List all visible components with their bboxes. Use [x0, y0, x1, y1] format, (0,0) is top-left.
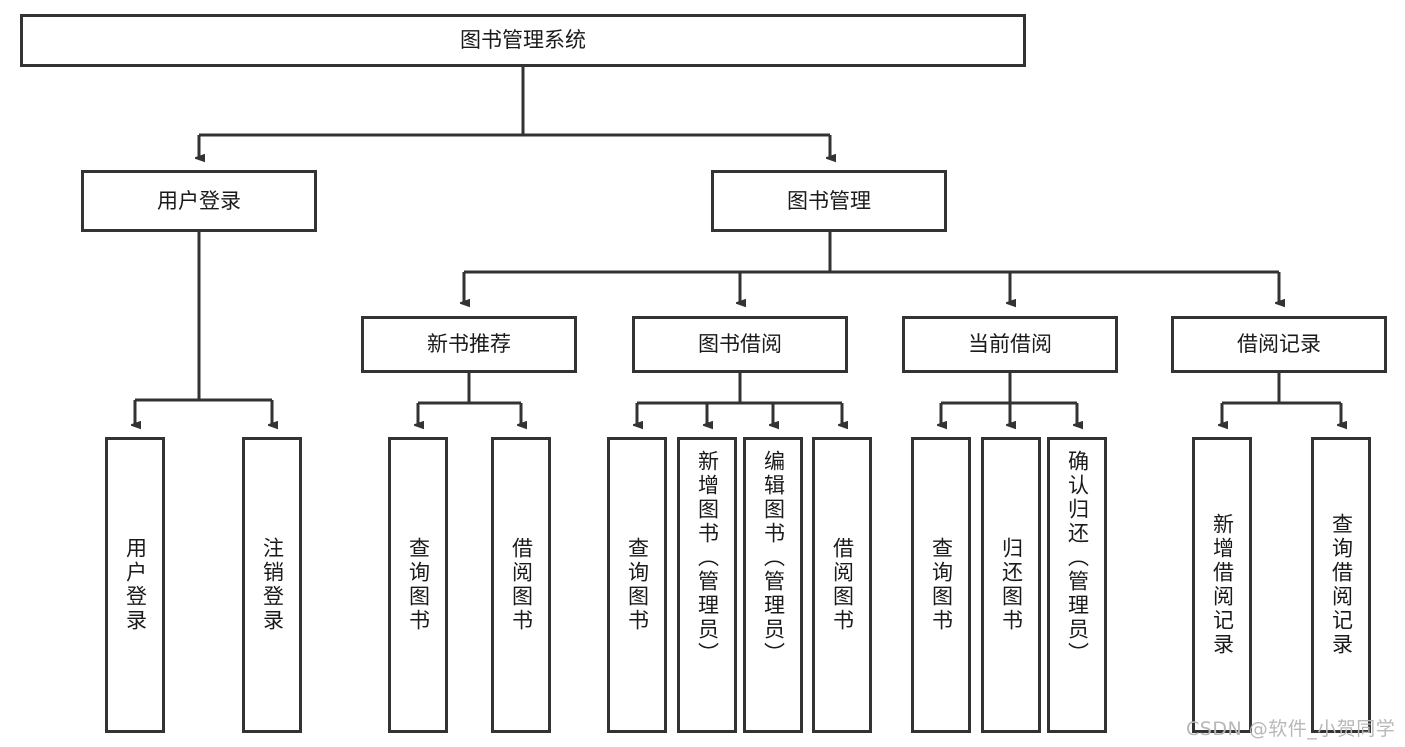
node-borrow-record[interactable]: 借阅记录 — [1171, 316, 1387, 373]
node-label: 新书推荐 — [427, 332, 511, 357]
leaf-label: 注销登录 — [260, 537, 285, 633]
leaf-label: 确认归还（管理员） — [1065, 450, 1090, 666]
node-label: 图书管理 — [787, 188, 871, 213]
node-book-borrow[interactable]: 图书借阅 — [632, 316, 848, 373]
node-label: 图书管理系统 — [460, 28, 586, 53]
node-label: 借阅记录 — [1237, 332, 1321, 357]
leaf-borrow-add-book-admin[interactable]: 新增图书（管理员） — [677, 437, 737, 733]
node-label: 用户登录 — [157, 188, 241, 213]
leaf-borrow-borrow-book[interactable]: 借阅图书 — [812, 437, 872, 733]
leaf-borrow-query-book[interactable]: 查询图书 — [607, 437, 667, 733]
leaf-label: 编辑图书（管理员） — [761, 450, 786, 666]
leaf-record-query-record[interactable]: 查询借阅记录 — [1311, 437, 1371, 733]
node-label: 当前借阅 — [968, 332, 1052, 357]
leaf-label: 借阅图书 — [830, 537, 855, 633]
leaf-user-login-login[interactable]: 用户登录 — [105, 437, 165, 733]
leaf-recommend-borrow-book[interactable]: 借阅图书 — [491, 437, 551, 733]
leaf-record-add-record[interactable]: 新增借阅记录 — [1192, 437, 1252, 733]
leaf-label: 用户登录 — [123, 537, 148, 633]
node-current-borrow[interactable]: 当前借阅 — [902, 316, 1118, 373]
node-user-login[interactable]: 用户登录 — [81, 170, 317, 232]
leaf-user-login-logout[interactable]: 注销登录 — [242, 437, 302, 733]
leaf-current-return-book[interactable]: 归还图书 — [981, 437, 1041, 733]
leaf-label: 新增图书（管理员） — [695, 450, 720, 666]
node-book-management[interactable]: 图书管理 — [711, 170, 947, 232]
leaf-label: 查询图书 — [625, 537, 650, 633]
leaf-borrow-edit-book-admin[interactable]: 编辑图书（管理员） — [743, 437, 803, 733]
leaf-label: 查询借阅记录 — [1329, 513, 1354, 657]
csdn-watermark: CSDN @软件_小贺同学 — [1186, 718, 1396, 740]
leaf-label: 查询图书 — [929, 537, 954, 633]
leaf-label: 借阅图书 — [509, 537, 534, 633]
leaf-current-query-book[interactable]: 查询图书 — [911, 437, 971, 733]
leaf-label: 归还图书 — [999, 537, 1024, 633]
node-new-book-recommend[interactable]: 新书推荐 — [361, 316, 577, 373]
node-root-system[interactable]: 图书管理系统 — [20, 14, 1026, 67]
leaf-label: 新增借阅记录 — [1210, 513, 1235, 657]
node-label: 图书借阅 — [698, 332, 782, 357]
leaf-label: 查询图书 — [406, 537, 431, 633]
leaf-current-confirm-return-admin[interactable]: 确认归还（管理员） — [1047, 437, 1107, 733]
leaf-recommend-query-book[interactable]: 查询图书 — [388, 437, 448, 733]
